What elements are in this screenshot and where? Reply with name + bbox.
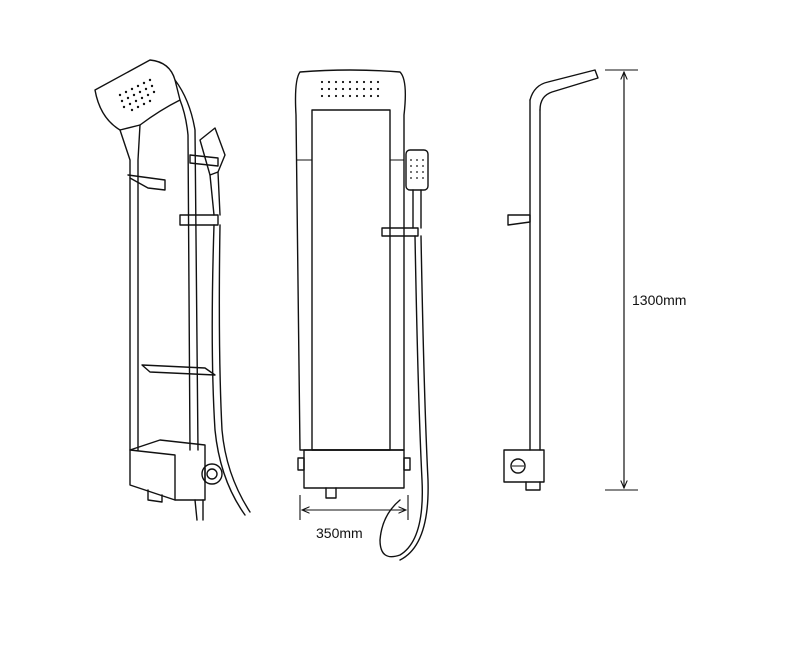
front-glass-panel <box>311 109 391 451</box>
side-mixer-box <box>503 449 545 483</box>
front-box-tab-right <box>403 457 411 471</box>
shower-head-nozzles <box>118 78 156 112</box>
hand-shower <box>199 127 226 176</box>
front-head-nozzles <box>320 80 380 98</box>
side-panel-top <box>529 69 599 111</box>
side-view: 1300mm <box>503 69 686 491</box>
front-shower-hose <box>379 235 424 558</box>
slide-holder <box>179 214 219 226</box>
hand-shower-handle <box>209 171 221 216</box>
wall-bracket-top <box>127 174 166 191</box>
front-slide-holder <box>381 227 419 237</box>
panel-frame-left <box>119 129 131 451</box>
perspective-view <box>94 59 251 521</box>
front-panel-outline <box>294 69 407 451</box>
front-shower-hose-inner <box>399 235 429 561</box>
front-outlet <box>325 487 337 499</box>
glass-shelf <box>141 364 216 376</box>
shower-hose <box>211 224 246 516</box>
side-outlet <box>525 481 541 491</box>
mixer-outlet <box>147 489 163 503</box>
front-hand-shower-handle <box>412 189 422 229</box>
mixer-box <box>129 439 206 501</box>
front-view: 350mm <box>294 69 429 561</box>
front-hand-shower <box>405 149 429 191</box>
front-mixer-box <box>303 449 405 489</box>
mixer-box-front <box>129 449 176 501</box>
front-hand-shower-nozzles <box>410 159 424 179</box>
side-bracket <box>507 214 531 226</box>
upper-clip <box>189 154 219 167</box>
perspective-base-pipe <box>194 499 204 521</box>
panel-frame-left-inner <box>137 124 141 451</box>
front-box-tab-left <box>297 457 305 471</box>
height-label: 1300mm <box>632 292 686 308</box>
panel-frame-right-inner <box>179 99 191 451</box>
shower-hose-inner <box>218 224 251 513</box>
side-control-knob <box>510 458 526 474</box>
width-label: 350mm <box>316 525 363 541</box>
control-knob <box>201 463 223 485</box>
rain-shower-head <box>94 59 181 131</box>
panel-frame-right <box>174 79 199 451</box>
